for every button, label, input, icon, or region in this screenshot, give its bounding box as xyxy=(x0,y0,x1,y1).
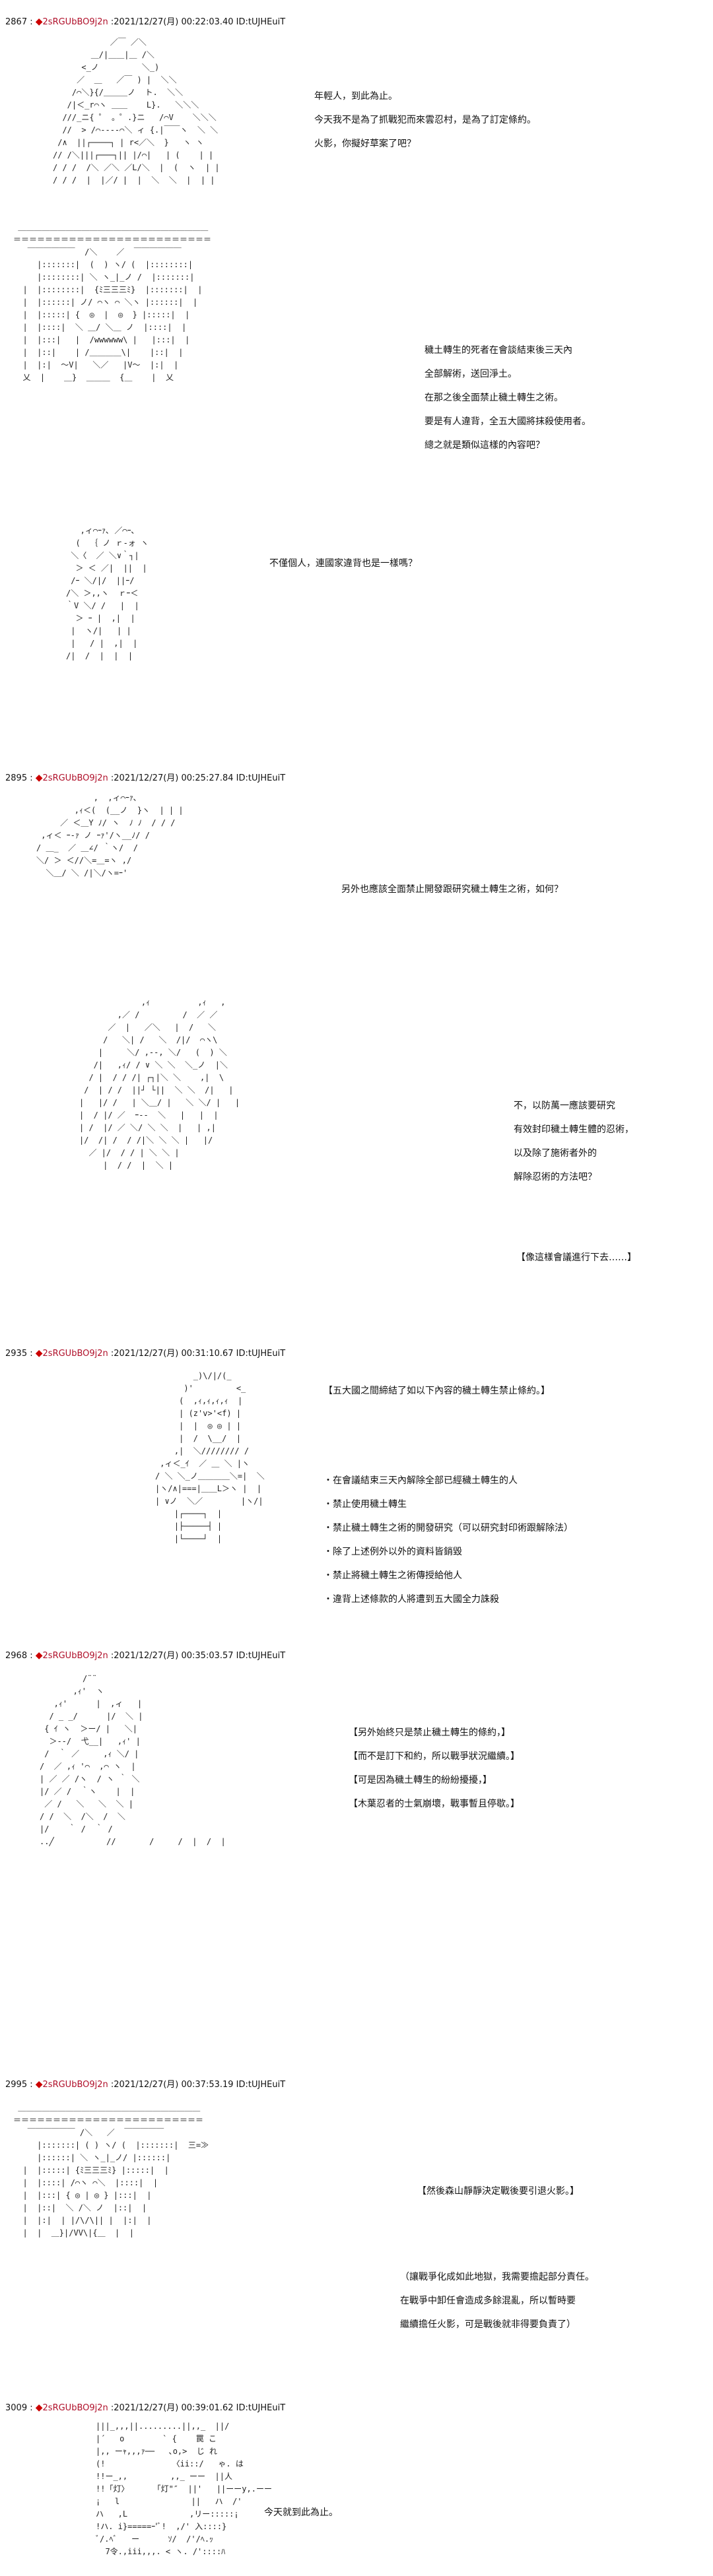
separator: : xyxy=(30,17,36,27)
separator: : xyxy=(30,2403,36,2413)
post-trip[interactable]: 2sRGUbBO9j2n xyxy=(42,2403,108,2413)
post-number: 3009 xyxy=(5,2403,28,2413)
post-number: 2867 xyxy=(5,17,28,27)
trip-diamond-icon: ◆ xyxy=(35,16,43,27)
ascii-art-character: |||_,,,||.........||,,_ ||/ |´ o ` { 罠 こ… xyxy=(96,2422,272,2556)
narration-block: 【另外始終只是禁止穢土轉生的條約，】 【而不是訂下和約，所以戰爭狀況繼續。】 【… xyxy=(349,1721,520,1816)
separator: : xyxy=(30,1349,36,1359)
dialog-line: 在那之後全面禁止穢土轉生之術。 xyxy=(424,393,563,403)
post-datetime: :2021/12/27(月) 00:35:03.57 ID:tUJHEuiT xyxy=(110,1651,286,1661)
dialog-line: 全部解術，送回淨土。 xyxy=(424,369,517,379)
post-header: 2995 : ◆2sRGUbBO9j2n :2021/12/27(月) 00:3… xyxy=(5,2077,285,2090)
narration-line: 【然後森山靜靜決定戰後要引退火影。】 xyxy=(417,2186,579,2197)
dialog-line: 以及除了施術者外的 xyxy=(514,1148,597,1159)
post-header: 2867 : ◆2sRGUbBO9j2n :2021/12/27(月) 00:2… xyxy=(5,15,285,27)
dialog-block: 年輕人，到此為止。 今天我不是為了抓戰犯而來雲忍村，是為了訂定條約。 火影，你擬… xyxy=(314,84,536,156)
post-datetime: :2021/12/27(月) 00:31:10.67 ID:tUJHEuiT xyxy=(110,1349,286,1359)
ascii-art-character: ,ィ⌒ｰｧ､ ／⌒ｰ､ ( ｛ ノ ｒ‐ォ ヽ ＼〈 ／ ＼∨｀┐| ＞ ＜ ／… xyxy=(66,526,149,660)
narration-line: 【另外始終只是禁止穢土轉生的條約，】 xyxy=(349,1727,510,1738)
post-trip[interactable]: 2sRGUbBO9j2n xyxy=(42,773,108,783)
narration-block: 【像這樣會議進行下去……】 xyxy=(516,1246,636,1270)
separator: : xyxy=(30,1651,36,1661)
post-trip[interactable]: 2sRGUbBO9j2n xyxy=(42,1651,108,1661)
narration-line: 【而不是訂下和約，所以戰爭狀況繼續。】 xyxy=(349,1751,520,1762)
dialog-block: 穢土轉生的死者在會談結束後三天內 全部解術，送回淨土。 在那之後全面禁止穢土轉生… xyxy=(424,338,591,457)
treaty-item: ・違背上述條款的人將遭到五大國全力誅殺 xyxy=(323,1594,499,1605)
post-trip[interactable]: 2sRGUbBO9j2n xyxy=(42,1349,108,1359)
ascii-art-character: ,ｨ ,ｨ , ,／ / / ／ ／ ／ | ／＼ | / ＼ / ＼| / ＼… xyxy=(79,998,240,1170)
dialog-line: 在戰爭中卸任會造成多餘混亂，所以暫時要 xyxy=(400,2296,576,2306)
post-datetime: :2021/12/27(月) 00:37:53.19 ID:tUJHEuiT xyxy=(110,2080,286,2090)
trip-diamond-icon: ◆ xyxy=(35,1650,43,1661)
dialog-line: 總之就是類似這樣的內容吧？ xyxy=(424,440,545,451)
dialog-block: 不僅個人，連國家違背也是一樣嗎？ xyxy=(269,552,417,575)
post-header: 2968 : ◆2sRGUbBO9j2n :2021/12/27(月) 00:3… xyxy=(5,1648,285,1661)
ascii-art-character: ＿＿＿＿＿＿＿＿＿＿＿＿＿＿＿＿＿＿＿＿＿＿＿＿ ＝＝＝＝＝＝＝＝＝＝＝＝＝＝＝… xyxy=(13,222,212,382)
dialog-line: 火影，你擬好草案了吧？ xyxy=(314,139,416,149)
treaty-item: ・禁止將穢土轉生之術傳授給他人 xyxy=(323,1570,462,1581)
trip-diamond-icon: ◆ xyxy=(35,773,43,783)
ascii-art-character: , ,ィ⌒ｰｧ､ ,ｨ＜( (__ノ }ヽ | | | ／ ＜＿Y ﾉ/ ヽ ﾉ… xyxy=(36,793,184,878)
post-number: 2968 xyxy=(5,1651,28,1661)
dialog-line: 今天就到此為止。 xyxy=(264,2507,338,2518)
post-header: 2895 : ◆2sRGUbBO9j2n :2021/12/27(月) 00:2… xyxy=(5,771,285,783)
dialog-block: 今天就到此為止。 xyxy=(264,2501,338,2525)
narration-line: 【木葉忍者的士氣崩壞，戰事暫且停歇。】 xyxy=(349,1799,520,1809)
dialog-block: 另外也應該全面禁止開發跟研究穢土轉生之術，如何？ xyxy=(341,878,563,901)
trip-diamond-icon: ◆ xyxy=(35,2079,43,2090)
dialog-line: 年輕人，到此為止。 xyxy=(314,91,397,102)
treaty-list: ・在會議結束三天內解除全部已經穢土轉生的人 ・禁止使用穢土轉生 ・禁止穢土轉生之… xyxy=(323,1469,573,1611)
dialog-line: 要是有人違背，全五大國將抹殺使用者。 xyxy=(424,416,591,427)
treaty-item: ・除了上述例外以外的資料皆銷毀 xyxy=(323,1547,462,1557)
ascii-art-character: ／￣ ／＼ ＿/|＿＿|＿ /＼ <_ノ ＼_) ／ ＿ ／￣ ) | ＼＼ /… xyxy=(53,38,220,185)
post-trip[interactable]: 2sRGUbBO9j2n xyxy=(42,17,108,27)
dialog-line: 解除忍術的方法吧？ xyxy=(514,1172,597,1182)
dialog-line: （讓戰爭化成如此地獄，我需要擔起部分責任。 xyxy=(400,2272,594,2282)
treaty-item: ・禁止使用穢土轉生 xyxy=(323,1499,407,1510)
trip-diamond-icon: ◆ xyxy=(35,2402,43,2413)
dialog-line: 另外也應該全面禁止開發跟研究穢土轉生之術，如何？ xyxy=(341,884,563,895)
dialog-line: 有效封印穢土轉生體的忍術， xyxy=(514,1124,634,1135)
narration-line: 【像這樣會議進行下去……】 xyxy=(516,1252,636,1263)
dialog-block: （讓戰爭化成如此地獄，我需要擔起部分責任。 在戰爭中卸任會造成多餘混亂，所以暫時… xyxy=(400,2265,594,2336)
dialog-line: 不僅個人，連國家違背也是一樣嗎？ xyxy=(269,558,417,569)
ascii-art-character: _)\/|/(_ )' <_ ( ,ｨ,ｨ,ｨ,ｨ | | (z'v>'<f) … xyxy=(155,1371,265,1543)
narration-line: 【可是因為穢土轉生的紛紛擾擾，】 xyxy=(349,1775,492,1786)
post-trip[interactable]: 2sRGUbBO9j2n xyxy=(42,2080,108,2090)
treaty-title: 【五大國之間締結了如以下內容的穢土轉生禁止條約。】 xyxy=(323,1386,550,1396)
treaty-item: ・禁止穢土轉生之術的開發研究（可以研究封印術跟解除法） xyxy=(323,1523,573,1533)
dialog-block: 不，以防萬一應該要研究 有效封印穢土轉生體的忍術， 以及除了施術者外的 解除忍術… xyxy=(514,1094,634,1189)
treaty-item: ・在會議結束三天內解除全部已經穢土轉生的人 xyxy=(323,1475,518,1486)
post-datetime: :2021/12/27(月) 00:25:27.84 ID:tUJHEuiT xyxy=(110,773,286,783)
dialog-line: 不，以防萬一應該要研究 xyxy=(514,1101,615,1111)
dialog-line: 繼續擔任火影，可是戰後就非得要負責了） xyxy=(400,2319,576,2330)
separator: : xyxy=(30,773,36,783)
ascii-art-character: ＿＿＿＿＿＿＿＿＿＿＿＿＿＿＿＿＿＿＿＿＿＿＿ ＝＝＝＝＝＝＝＝＝＝＝＝＝＝＝＝… xyxy=(13,2103,209,2238)
post-number: 2895 xyxy=(5,773,28,783)
treaty-heading: 【五大國之間締結了如以下內容的穢土轉生禁止條約。】 xyxy=(323,1379,550,1403)
separator: : xyxy=(30,2080,36,2090)
post-header: 3009 : ◆2sRGUbBO9j2n :2021/12/27(月) 00:3… xyxy=(5,2400,285,2413)
dialog-line: 今天我不是為了抓戰犯而來雲忍村，是為了訂定條約。 xyxy=(314,115,536,125)
post-datetime: :2021/12/27(月) 00:39:01.62 ID:tUJHEuiT xyxy=(110,2403,286,2413)
post-number: 2935 xyxy=(5,1349,28,1359)
post-number: 2995 xyxy=(5,2080,28,2090)
post-header: 2935 : ◆2sRGUbBO9j2n :2021/12/27(月) 00:3… xyxy=(5,1346,285,1359)
narration-block: 【然後森山靜靜決定戰後要引退火影。】 xyxy=(417,2179,579,2203)
trip-diamond-icon: ◆ xyxy=(35,1348,43,1359)
post-datetime: :2021/12/27(月) 00:22:03.40 ID:tUJHEuiT xyxy=(110,17,286,27)
dialog-line: 穢土轉生的死者在會談結束後三天內 xyxy=(424,345,572,356)
ascii-art-character: /¨¨ ,ｨ' ヽ ,ｨ' | ,ィ | / _ _/ |/ ＼ | { ｲ ヽ… xyxy=(40,1674,226,1846)
